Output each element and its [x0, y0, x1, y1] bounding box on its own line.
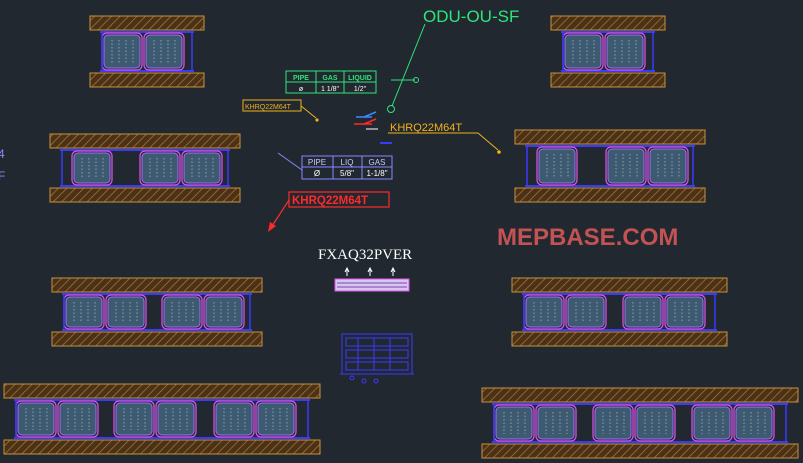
odu-leader: [387, 23, 426, 113]
khrq-tag-small: KHRQ22M64T: [245, 104, 292, 111]
table-blue-cell-pipe: Ø: [314, 169, 320, 178]
unit-group-1: [89, 15, 205, 88]
khrq-tag-red: KHRQ22M64T: [292, 195, 368, 207]
pipe-table-blue: PIPE LIQ GAS Ø 5/8" 1-1/8": [277, 152, 393, 180]
khrq-tag-yellow: KHRQ22M64T: [390, 122, 462, 134]
watermark: MEPBASE.COM: [497, 224, 678, 251]
khrq-tag-red-box: [268, 191, 390, 232]
khrq-tag-small-box: [242, 99, 319, 122]
left-edge-text-b: F: [0, 169, 5, 183]
table-blue-header-pipe: PIPE: [308, 158, 326, 167]
fxaq-tag: FXAQ32PVER: [318, 247, 412, 263]
table-green-header-liquid: LIQUID: [348, 75, 372, 82]
unit-group-2: [550, 15, 666, 88]
table-green-header-gas: GAS: [322, 75, 338, 82]
table-green-cell-gas: 1 1/8": [321, 86, 340, 93]
unit-group-3: [49, 133, 241, 203]
unit-group-7: [3, 383, 321, 455]
unit-group-5: [51, 277, 263, 347]
table-blue-cell-gas: 1-1/8": [366, 169, 387, 178]
unit-group-8: [481, 387, 799, 459]
left-edge-text-a: 4: [0, 147, 5, 161]
khrq-tag-yellow-leader: [388, 132, 501, 154]
table-blue-header-liq: LIQ: [341, 158, 354, 167]
unit-group-4: [514, 129, 706, 203]
table-green-cell-pipe: ø: [299, 86, 304, 93]
table-blue-header-gas: GAS: [369, 158, 386, 167]
equipment-block-blue: [340, 333, 414, 384]
table-green-cell-liquid: 1/2": [354, 86, 367, 93]
table-green-header-pipe: PIPE: [293, 75, 309, 82]
pipe-table-green: PIPE GAS LIQUID ø 1 1/8" 1/2": [285, 70, 377, 94]
unit-group-6: [511, 277, 728, 347]
refnet-joint-symbol: [354, 111, 378, 130]
fxaq-wall-unit: [334, 266, 410, 292]
odu-tag: ODU-OU-SF: [423, 7, 519, 26]
table-blue-cell-liq: 5/8": [340, 169, 354, 178]
